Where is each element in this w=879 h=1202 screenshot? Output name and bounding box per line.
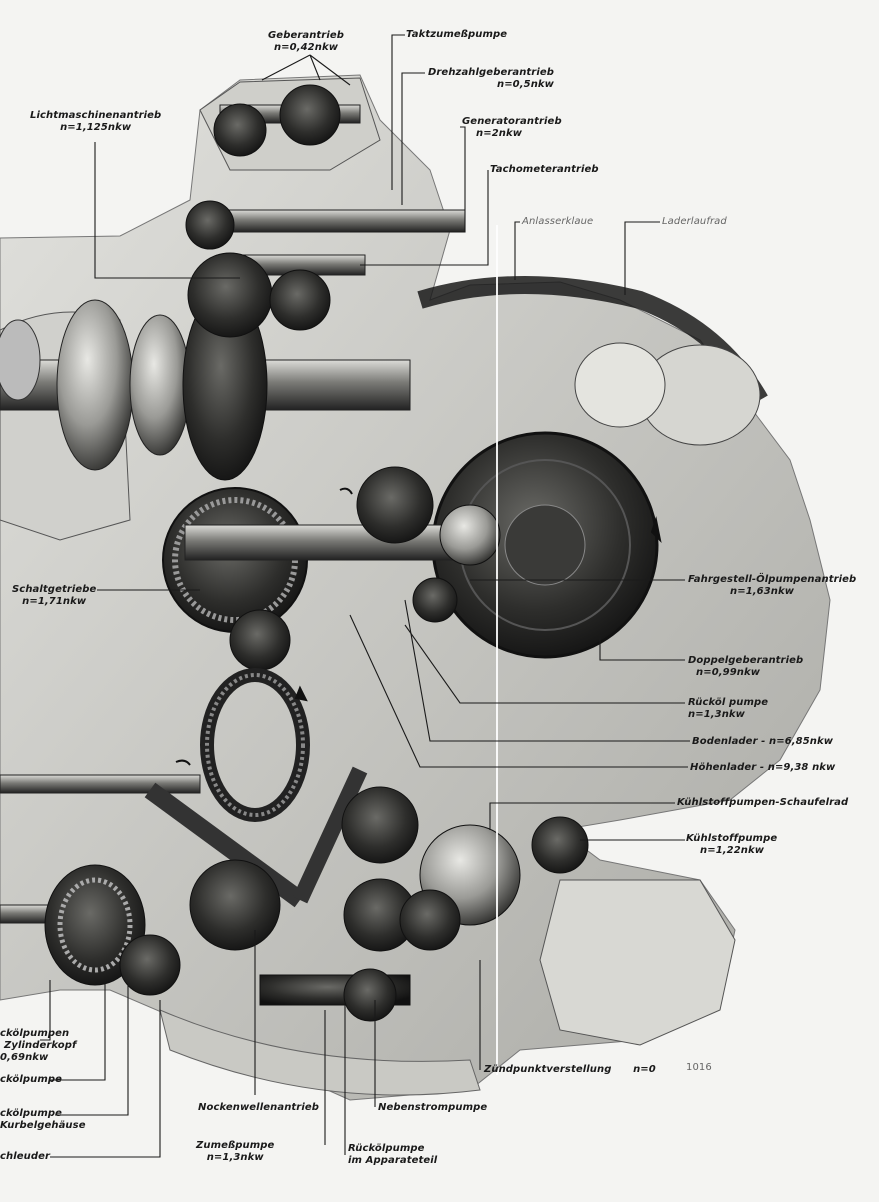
crankshaft <box>0 289 411 481</box>
gear-train <box>162 466 501 822</box>
label-geberantrieb: Geberantrieb n=0,42nkw <box>268 30 345 53</box>
label-schaltgetriebe: Schaltgetriebe n=1,71nkw <box>12 584 97 607</box>
label-left-schleuder: chleuder <box>0 1151 51 1162</box>
label-anlasserklaue: Anlasserklaue <box>522 216 594 227</box>
label-left-zylinderkopf: ckölpumpen Zylinderkopf 0,69nkw <box>0 1028 77 1063</box>
label-generatorantrieb: Generatorantrieb n=2nkw <box>462 116 562 139</box>
label-kuehlstoff-schaufelrad: Kühlstoffpumpen-Schaufelrad <box>677 797 849 808</box>
upper-shafts <box>185 84 466 338</box>
label-left-rueckoelpumpe: ckölpumpe <box>0 1074 63 1085</box>
label-zuendpunkt: Zündpunktverstellung n=0 <box>484 1064 656 1075</box>
supercharger-wheel <box>431 342 761 659</box>
rotation-arrows <box>175 487 662 766</box>
label-kuehlstoffpumpe: Kühlstoffpumpe n=1,22nkw <box>686 833 778 856</box>
label-zumesspumpe: Zumeßpumpe n=1,3nkw <box>196 1140 275 1163</box>
label-laderlaufrad: Laderlaufrad <box>662 216 727 227</box>
leader-lines <box>40 34 690 1158</box>
label-tachometerantrieb: Tachometerantrieb <box>490 164 599 175</box>
figure-number: 1016 <box>686 1062 712 1073</box>
label-hoehenlader: Höhenlader - n=9,38 nkw <box>690 762 836 773</box>
label-drehzahlgeberantrieb: Drehzahlgeberantrieb n=0,5nkw <box>428 67 555 90</box>
label-nebenstrompumpe: Nebenstrompumpe <box>378 1102 488 1113</box>
label-lichtmaschinenantrieb: Lichtmaschinenantrieb n=1,125nkw <box>30 110 162 133</box>
label-rueckoel-apparateteil: Rückölpumpe im Apparateteil <box>348 1143 438 1166</box>
label-rueckoelpumpe-right: Rücköl pumpe n=1,3nkw <box>688 697 769 720</box>
label-bodenlader: Bodenlader - n=6,85nkw <box>692 736 834 747</box>
label-fahrgestell: Fahrgestell-Ölpumpenantrieb n=1,63nkw <box>688 574 857 597</box>
label-left-kurbelgehaeuse: ckölpumpe Kurbelgehäuse <box>0 1108 86 1131</box>
label-taktzumesspumpe: Taktzumeßpumpe <box>406 29 508 40</box>
lower-gears <box>0 766 589 1022</box>
label-nockenwellenantrieb: Nockenwellenantrieb <box>198 1102 319 1113</box>
label-doppelgeber: Doppelgeberantrieb n=0,99nkw <box>688 655 804 678</box>
